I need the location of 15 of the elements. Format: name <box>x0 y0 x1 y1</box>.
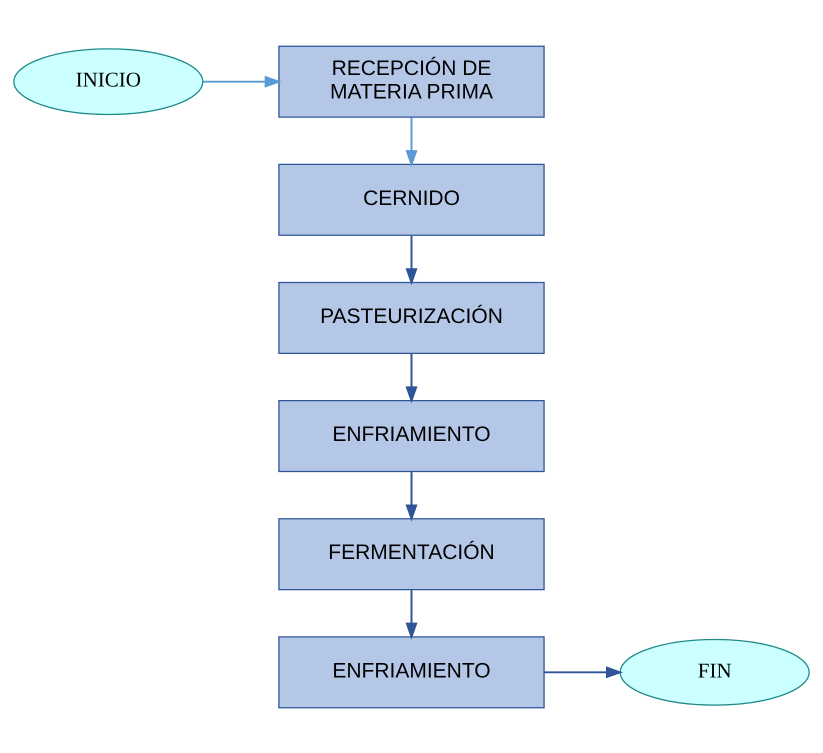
arrow <box>406 353 418 403</box>
arrow <box>406 235 418 285</box>
arrow <box>406 590 418 640</box>
arrow <box>406 117 418 167</box>
node-box: PASTEURIZACIÓN <box>278 281 545 354</box>
node-box: ENFRIAMIENTO <box>278 636 545 708</box>
node-box: FERMENTACIÓN <box>278 518 545 590</box>
node-box: RECEPCIÓN DE MATERIA PRIMA <box>278 45 545 118</box>
node-ellipse: INICIO <box>13 48 204 115</box>
arrow <box>406 472 418 522</box>
arrow <box>203 75 282 88</box>
node-box: ENFRIAMIENTO <box>278 399 545 472</box>
arrow <box>544 666 624 678</box>
node-box: CERNIDO <box>278 163 545 236</box>
node-ellipse: FIN <box>620 638 810 706</box>
